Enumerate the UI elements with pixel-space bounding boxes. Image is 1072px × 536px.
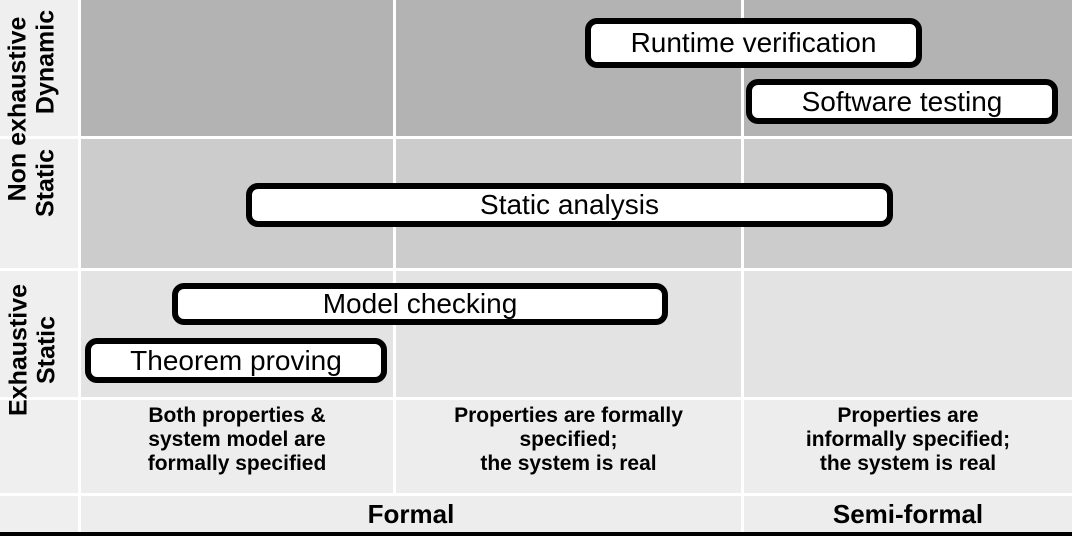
sidebar-label-static-exhaustive: Static (32, 315, 61, 385)
cell-dynamic-col1 (81, 0, 393, 136)
software-testing-box: Software testing (746, 79, 1058, 124)
column-description-1-text: Both properties & system model are forma… (147, 404, 327, 475)
static-analysis-label: Static analysis (480, 189, 659, 220)
sidebar-cell-dynamic (0, 0, 78, 136)
theorem-proving-label: Theorem proving (130, 344, 342, 376)
sidebar-label-dynamic: Dynamic (31, 9, 60, 115)
software-testing-label: Software testing (801, 85, 1003, 117)
runtime-verification-label: Runtime verification (630, 27, 877, 58)
column-description-2-text: Properties are formally specified; the s… (454, 404, 683, 475)
footer-cell-formal: Formal (81, 496, 741, 532)
static-analysis-box: Static analysis (246, 183, 893, 227)
column-description-1: Both properties & system model are forma… (81, 400, 393, 493)
column-description-2: Properties are formally specified; the s… (396, 400, 741, 493)
runtime-verification-box: Runtime verification (585, 18, 922, 68)
sidebar-cell-descriptions-row (0, 400, 78, 493)
sidebar-cell-footer-row (0, 496, 78, 532)
sidebar-cell-exhaustive (0, 271, 78, 397)
column-description-3: Properties are informally specified; the… (744, 400, 1072, 493)
model-checking-box: Model checking (172, 283, 668, 325)
sidebar-label-static-non-exhaustive: Static (31, 148, 60, 218)
cell-exhaustive-col3 (744, 271, 1072, 397)
semi-formal-label: Semi-formal (832, 499, 984, 529)
model-checking-label: Model checking (322, 288, 518, 319)
theorem-proving-box: Theorem proving (85, 338, 387, 383)
sidebar-cell-static-non-exhaustive (0, 139, 78, 268)
column-description-3-text: Properties are informally specified; the… (805, 404, 1011, 475)
sidebar-label-non-exhaustive: Non exhaustive (3, 16, 32, 202)
footer-cell-semi-formal: Semi-formal (744, 496, 1072, 532)
formal-label: Formal (367, 499, 455, 529)
sidebar-label-exhaustive: Exhaustive (4, 283, 33, 417)
bottom-border-bar (0, 532, 1072, 536)
